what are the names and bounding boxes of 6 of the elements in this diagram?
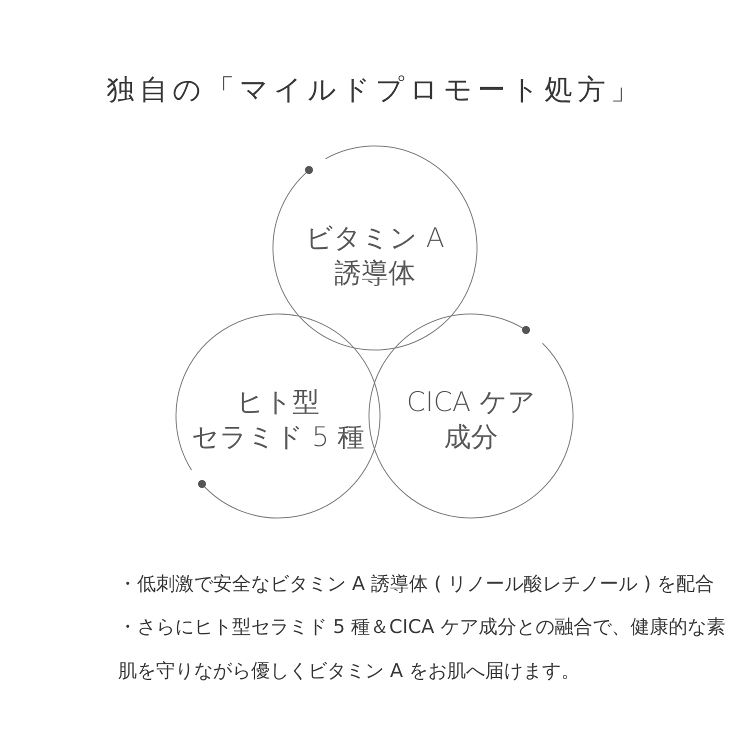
circle-label: CICA ケア成分 [406,386,536,455]
bullet-text: ・さらにヒト型セラミド 5 種＆CICA ケア成分との融合で、健康的な素肌を守りながら優しくビタミン A をお肌へ届けます。 [118,615,726,684]
title: 独自の「マイルドプロモート処方」 [106,72,644,108]
bullet-text: ・低刺激で安全なビタミン A 誘導体 ( リノール酸レチノール ) を配合 [118,572,714,597]
circle-label: ビタミン A誘導体 [305,222,445,291]
circle-label: ヒト型セラミド 5 種 [191,386,365,455]
